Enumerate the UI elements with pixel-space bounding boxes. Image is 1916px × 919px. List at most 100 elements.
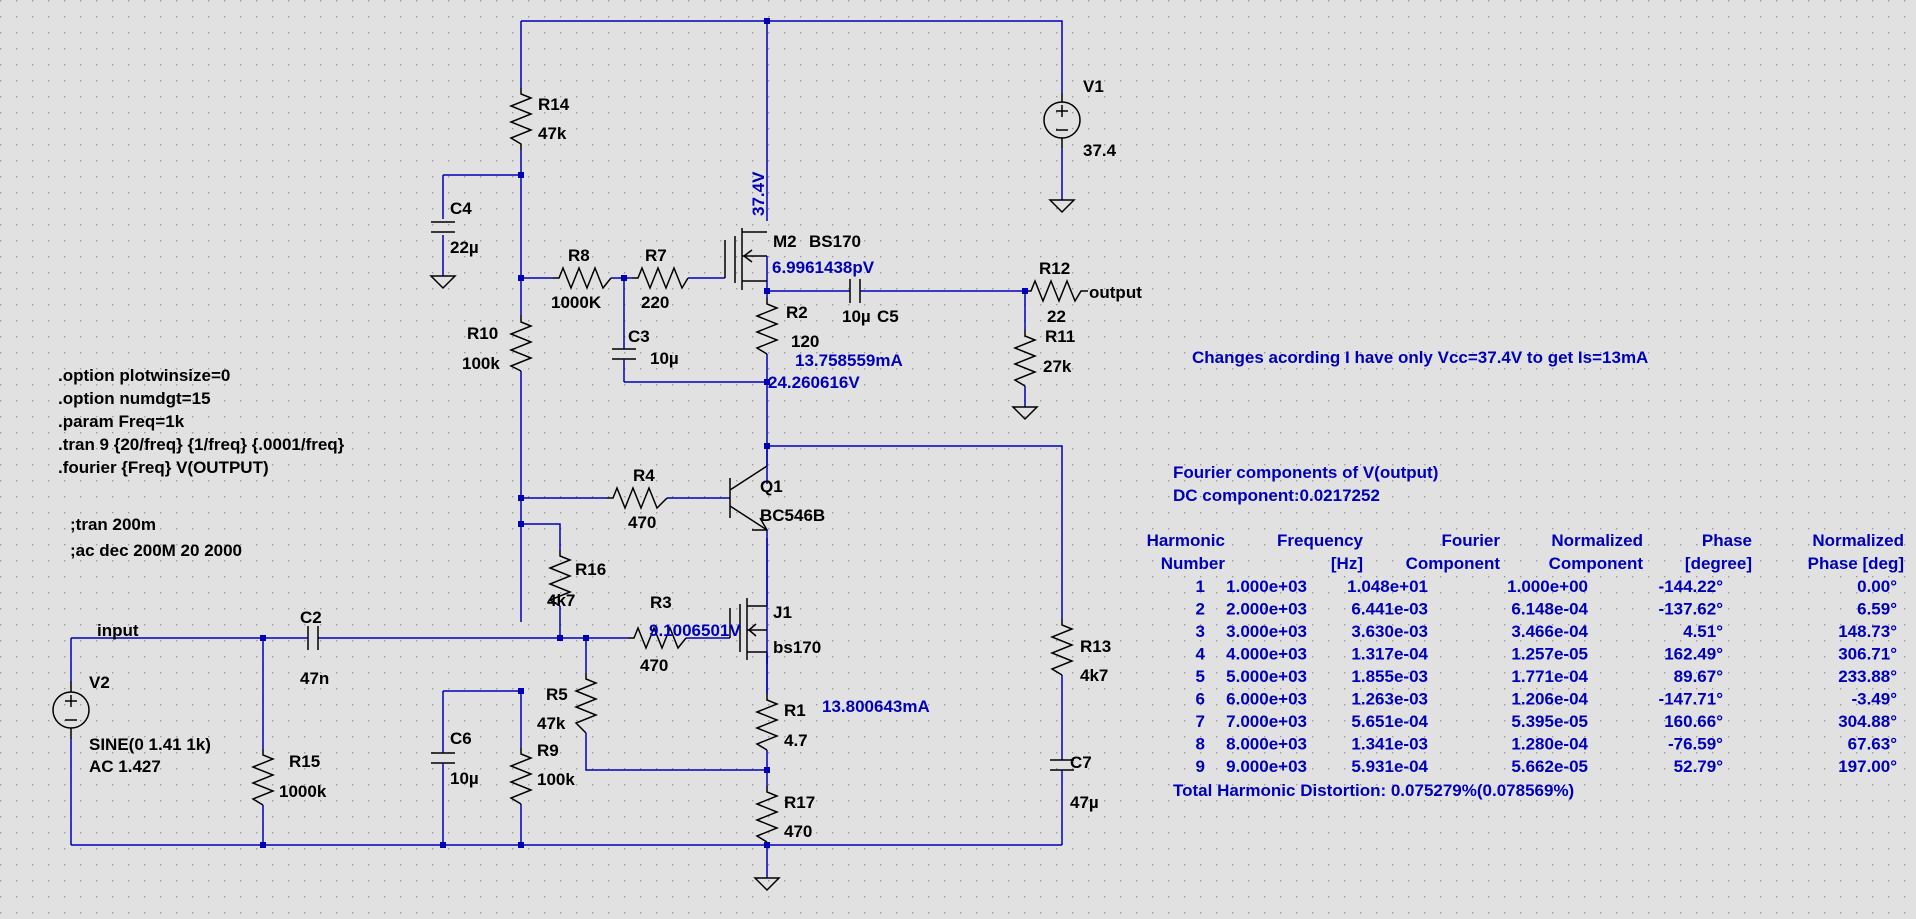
model-m2: BS170 bbox=[809, 232, 861, 251]
fourier-cell: 1.317e-04 bbox=[1351, 645, 1428, 664]
fourier-cell: 1.206e-04 bbox=[1511, 690, 1588, 709]
fourier-cell: 1.257e-05 bbox=[1511, 645, 1588, 664]
fet-j1-symbol[interactable] bbox=[729, 558, 768, 694]
fourier-cell: 5.931e-04 bbox=[1351, 757, 1428, 776]
value-r12: 22 bbox=[1047, 307, 1066, 326]
resistor-r4-symbol[interactable] bbox=[607, 485, 668, 511]
ground-v1-symbol bbox=[1048, 199, 1076, 214]
fourier-cell: 6.000e+03 bbox=[1226, 690, 1307, 709]
directive-line: .param Freq=1k bbox=[58, 412, 185, 431]
annotation-r1-current: 13.800643mA bbox=[822, 697, 930, 716]
label-v1: V1 bbox=[1083, 77, 1104, 96]
resistor-r11-symbol[interactable] bbox=[1012, 330, 1038, 387]
fourier-header: Normalized bbox=[1812, 531, 1904, 550]
label-j1: J1 bbox=[773, 603, 792, 622]
value-r8: 1000K bbox=[551, 293, 602, 312]
fourier-cell: 304.88° bbox=[1838, 712, 1897, 731]
value-c5: 10µ bbox=[842, 307, 871, 326]
resistor-r1-symbol[interactable] bbox=[754, 694, 780, 751]
fourier-cell: 1.771e-04 bbox=[1511, 667, 1588, 686]
capacitor-c6-symbol[interactable] bbox=[431, 752, 455, 769]
label-r11: R11 bbox=[1045, 327, 1075, 346]
capacitor-c4-symbol[interactable] bbox=[431, 221, 455, 233]
value-r3: 470 bbox=[640, 656, 668, 675]
fourier-cell: 9.000e+03 bbox=[1226, 757, 1307, 776]
label-c2: C2 bbox=[300, 608, 322, 627]
fourier-header: Fourier bbox=[1441, 531, 1500, 550]
fourier-cell: 6.59° bbox=[1857, 600, 1897, 619]
fourier-cell: -3.49° bbox=[1851, 690, 1897, 709]
fourier-cell: 148.73° bbox=[1838, 622, 1897, 641]
value-r2: 120 bbox=[791, 332, 819, 351]
resistor-r5-symbol[interactable] bbox=[573, 673, 599, 734]
spice-directives[interactable]: .option plotwinsize=0 .option numdgt=15 … bbox=[58, 366, 345, 560]
operating-point-annotations: 37.4V 6.9961438pV 13.758559mA 24.260616V… bbox=[649, 171, 1648, 716]
capacitor-c7-symbol[interactable] bbox=[1050, 759, 1074, 776]
directive-line: .tran 9 {20/freq} {1/freq} {.0001/freq} bbox=[58, 435, 345, 454]
voltage-source-v2-symbol[interactable] bbox=[52, 681, 90, 739]
fourier-header: Frequency bbox=[1277, 531, 1364, 550]
fourier-cell: 5 bbox=[1196, 667, 1205, 686]
fourier-header: Normalized bbox=[1551, 531, 1643, 550]
fourier-header: [degree] bbox=[1685, 554, 1752, 573]
value-r17: 470 bbox=[784, 822, 812, 841]
fourier-cell: 7.000e+03 bbox=[1226, 712, 1307, 731]
fourier-cell: 7 bbox=[1196, 712, 1205, 731]
label-r3: R3 bbox=[650, 593, 672, 612]
fourier-cell: -137.62° bbox=[1659, 600, 1724, 619]
resistor-r7-symbol[interactable] bbox=[632, 265, 689, 291]
fourier-cell: 1.855e-03 bbox=[1351, 667, 1428, 686]
value-r5: 47k bbox=[537, 714, 566, 733]
label-c6: C6 bbox=[450, 729, 472, 748]
fourier-header: Harmonic bbox=[1147, 531, 1225, 550]
fourier-cell: 3.466e-04 bbox=[1511, 622, 1588, 641]
resistor-r9-symbol[interactable] bbox=[508, 748, 534, 805]
resistor-r15-symbol[interactable] bbox=[250, 749, 276, 806]
fourier-cell: 306.71° bbox=[1838, 645, 1897, 664]
resistor-r8-symbol[interactable] bbox=[553, 265, 612, 291]
fourier-cell: 52.79° bbox=[1674, 757, 1724, 776]
mosfet-m2-symbol[interactable] bbox=[724, 228, 767, 290]
resistor-r3-symbol[interactable] bbox=[628, 625, 687, 651]
resistor-r17-symbol[interactable] bbox=[754, 786, 780, 843]
bjt-q1-symbol[interactable] bbox=[729, 446, 769, 558]
comment-line: ;tran 200m bbox=[70, 515, 156, 534]
fourier-cell: -147.71° bbox=[1659, 690, 1724, 709]
label-v2: V2 bbox=[89, 673, 110, 692]
component-symbols bbox=[52, 18, 1088, 892]
label-r15: R15 bbox=[289, 752, 320, 771]
resistor-r12-symbol[interactable] bbox=[1025, 278, 1088, 304]
label-r5: R5 bbox=[546, 685, 568, 704]
fourier-cell: 1 bbox=[1196, 577, 1205, 596]
voltage-source-v1-symbol[interactable] bbox=[1043, 93, 1081, 148]
resistor-r14-symbol[interactable] bbox=[508, 88, 534, 150]
fourier-cell: 1.000e+03 bbox=[1226, 577, 1307, 596]
model-q1: BC546B bbox=[760, 506, 825, 525]
label-r9: R9 bbox=[537, 741, 559, 760]
ground-r11-symbol bbox=[1011, 406, 1039, 421]
capacitor-c2-symbol[interactable] bbox=[298, 626, 319, 650]
resistor-r13-symbol[interactable] bbox=[1049, 619, 1075, 676]
resistor-r10-symbol[interactable] bbox=[508, 315, 534, 372]
fourier-cell: 9 bbox=[1196, 757, 1205, 776]
fourier-cell: 3.000e+03 bbox=[1226, 622, 1307, 641]
directive-line: .option plotwinsize=0 bbox=[58, 366, 230, 385]
fourier-cell: 1.341e-03 bbox=[1351, 735, 1428, 754]
label-r2: R2 bbox=[786, 303, 808, 322]
label-r14: R14 bbox=[538, 95, 570, 114]
resistor-r2-symbol[interactable] bbox=[754, 298, 780, 355]
resistor-r16-symbol[interactable] bbox=[547, 550, 573, 607]
capacitor-c3-symbol[interactable] bbox=[612, 348, 636, 365]
value-r9: 100k bbox=[537, 770, 575, 789]
capacitor-c5-symbol[interactable] bbox=[849, 279, 866, 303]
value-c4: 22µ bbox=[450, 238, 479, 257]
value-c3: 10µ bbox=[650, 349, 679, 368]
comment-line: ;ac dec 200M 20 2000 bbox=[70, 541, 242, 560]
fourier-cell: 160.66° bbox=[1664, 712, 1723, 731]
fourier-cell: 3 bbox=[1196, 622, 1205, 641]
label-r16: R16 bbox=[575, 560, 606, 579]
value-r4: 470 bbox=[628, 513, 656, 532]
fourier-cell: 8 bbox=[1196, 735, 1205, 754]
label-r10: R10 bbox=[467, 324, 498, 343]
